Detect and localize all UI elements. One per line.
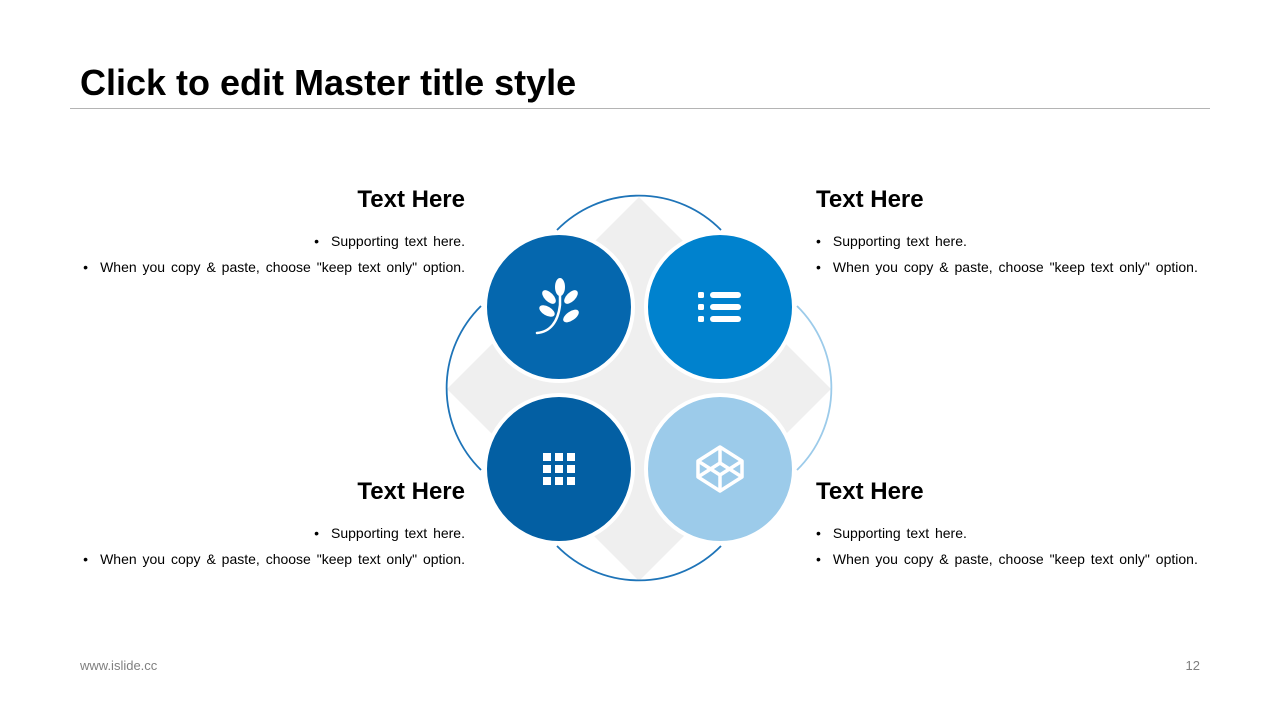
block-heading: Text Here: [816, 186, 924, 213]
codepen-cube-icon: [696, 445, 744, 493]
block-heading: Text Here: [357, 478, 465, 505]
list-item: Supporting text here.: [75, 520, 465, 546]
bullet-list: Supporting text here. When you copy & pa…: [816, 228, 1206, 280]
circle-bottom-right: [644, 393, 796, 545]
block-heading: Text Here: [357, 186, 465, 213]
list-item: When you copy & paste, choose "keep text…: [816, 546, 1206, 572]
list-item: Supporting text here.: [816, 228, 1206, 254]
list-item: When you copy & paste, choose "keep text…: [75, 254, 465, 280]
arc-bottom: [556, 545, 722, 582]
arc-right: [796, 305, 833, 471]
text-block-top-right: Text Here Supporting text here. When you…: [816, 186, 1206, 280]
bullet-list: Supporting text here. When you copy & pa…: [75, 520, 465, 572]
list-item: When you copy & paste, choose "keep text…: [816, 254, 1206, 280]
leaf-branch-icon: [535, 278, 579, 335]
page-number: 12: [1185, 658, 1200, 673]
arc-left: [445, 305, 482, 471]
text-block-top-left: Text Here Supporting text here. When you…: [75, 186, 465, 280]
slide-title: Click to edit Master title style: [80, 62, 577, 103]
list-item: When you copy & paste, choose "keep text…: [75, 546, 465, 572]
list-icon: [698, 292, 741, 322]
title-divider: [70, 108, 1210, 109]
arc-top: [556, 194, 722, 231]
text-block-bottom-left: Text Here Supporting text here. When you…: [75, 478, 465, 572]
list-item: Supporting text here.: [816, 520, 1206, 546]
bullet-list: Supporting text here. When you copy & pa…: [816, 520, 1206, 572]
footer-url[interactable]: www.islide.cc: [80, 658, 158, 673]
grid-icon: [543, 453, 575, 485]
bullet-list: Supporting text here. When you copy & pa…: [75, 228, 465, 280]
block-heading: Text Here: [816, 478, 924, 505]
text-block-bottom-right: Text Here Supporting text here. When you…: [816, 478, 1206, 572]
list-item: Supporting text here.: [75, 228, 465, 254]
